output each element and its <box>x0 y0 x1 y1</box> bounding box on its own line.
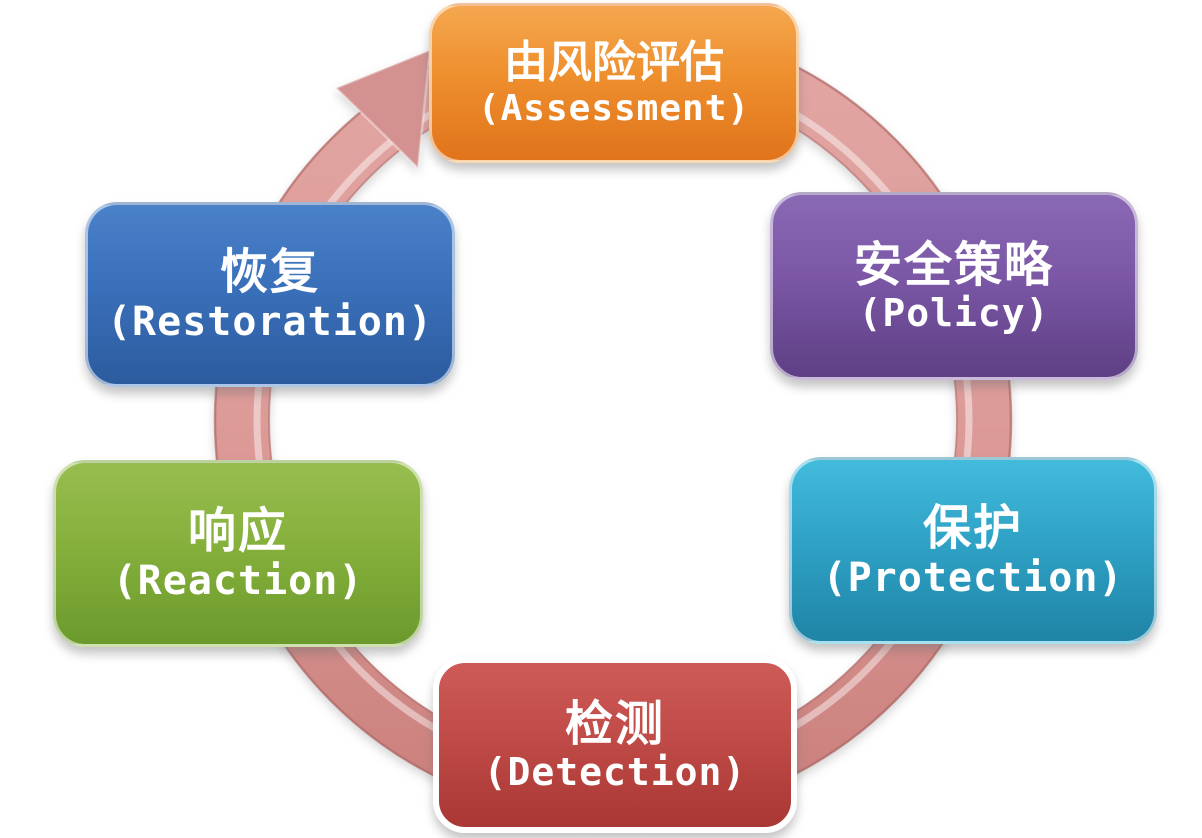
node-reaction-label-zh: 响应 <box>187 502 288 559</box>
node-restoration-label-zh: 恢复 <box>219 243 320 300</box>
node-detection-label-zh: 检测 <box>564 695 665 752</box>
node-policy-label-en: (Policy) <box>858 290 1050 335</box>
node-protection-label-zh: 保护 <box>922 499 1023 556</box>
node-restoration: 恢复 (Restoration) <box>85 202 455 387</box>
node-protection: 保护 (Protection) <box>789 457 1157 644</box>
node-policy: 安全策略 (Policy) <box>770 192 1138 380</box>
node-protection-label-en: (Protection) <box>822 555 1124 602</box>
node-detection: 检测 (Detection) <box>433 657 797 833</box>
node-policy-label-zh: 安全策略 <box>853 236 1054 293</box>
node-assessment-label-en: (Assessment) <box>477 87 751 129</box>
arrowhead-icon <box>333 48 432 171</box>
node-assessment-label-zh: 由风险评估 <box>504 36 724 88</box>
node-reaction: 响应 (Reaction) <box>53 460 423 647</box>
node-assessment: 由风险评估 (Assessment) <box>429 3 799 163</box>
node-detection-label-en: (Detection) <box>483 749 747 794</box>
node-restoration-label-en: (Restoration) <box>106 299 434 346</box>
node-reaction-label-en: (Reaction) <box>112 558 364 605</box>
